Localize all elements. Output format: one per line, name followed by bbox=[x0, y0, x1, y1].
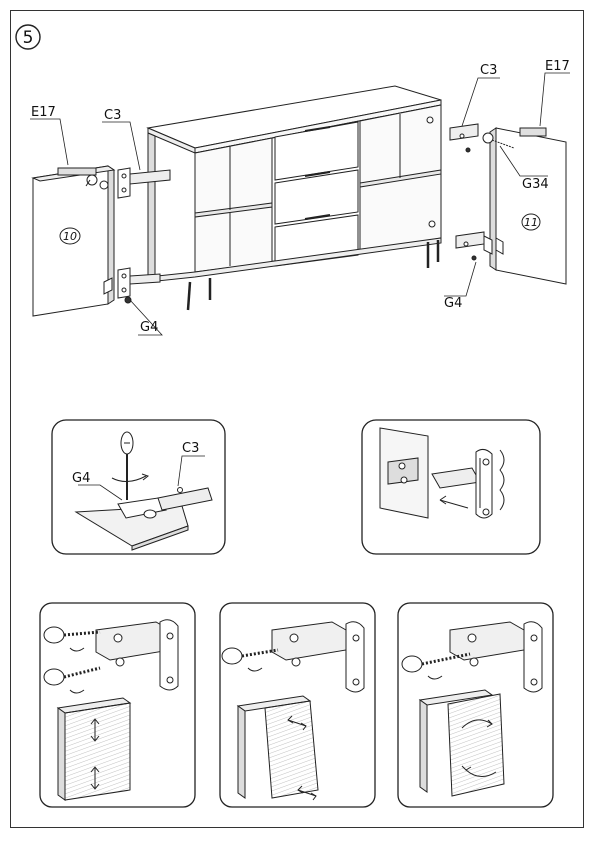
left-g4-label: G4 bbox=[140, 320, 158, 335]
right-door: 11 bbox=[489, 127, 567, 285]
left-hinge-assembly bbox=[57, 167, 171, 304]
right-door-number: 11 bbox=[524, 216, 538, 229]
right-callout-lines bbox=[444, 72, 570, 297]
left-c3-label: C3 bbox=[104, 108, 121, 123]
detail-c3-label: C3 bbox=[182, 441, 199, 456]
step-number: 5 bbox=[23, 28, 34, 48]
adjust-depth-panel bbox=[219, 602, 376, 808]
page-frame bbox=[10, 10, 584, 828]
detail-screw-panel: G4 C3 bbox=[51, 419, 226, 555]
detail-g4-label: G4 bbox=[72, 471, 90, 486]
left-e17-label: E17 bbox=[31, 105, 56, 120]
right-g34-label: G34 bbox=[522, 177, 549, 192]
sideboard-cabinet bbox=[146, 85, 442, 311]
right-e17-label: E17 bbox=[545, 59, 570, 74]
detail-clip-panel bbox=[361, 419, 541, 555]
step-badge: 5 bbox=[15, 24, 41, 50]
left-door-number: 10 bbox=[63, 230, 77, 243]
right-g4-label: G4 bbox=[444, 296, 462, 311]
right-c3-label: C3 bbox=[480, 63, 497, 78]
left-callout-lines bbox=[30, 118, 163, 336]
adjust-side-panel bbox=[397, 602, 554, 808]
adjust-vertical-panel bbox=[39, 602, 196, 808]
right-hinge-assembly bbox=[426, 116, 547, 261]
